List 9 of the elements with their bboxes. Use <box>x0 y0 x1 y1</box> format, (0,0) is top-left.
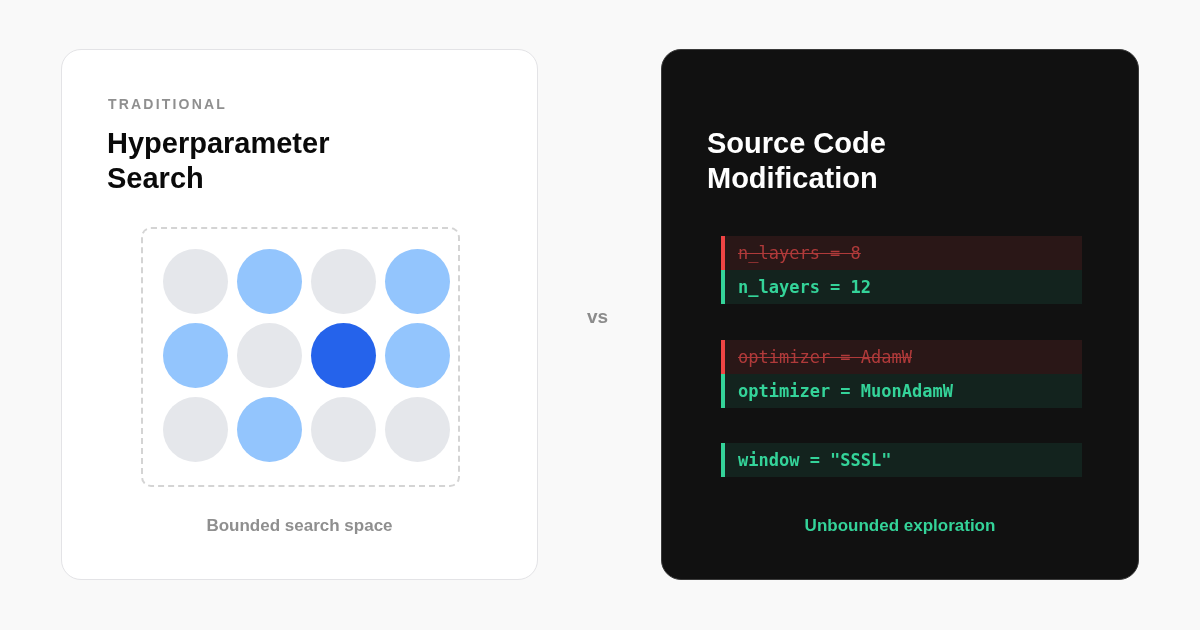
eyebrow-label: TRADITIONAL <box>108 96 228 112</box>
caption-text: Unbounded exploration <box>804 516 996 536</box>
card-panel <box>661 49 1139 580</box>
card-title: Source Code Modification <box>707 126 887 196</box>
card-panel <box>61 49 538 580</box>
caption-text: Bounded search space <box>206 516 393 536</box>
card-title: Hyperparameter Search <box>107 126 331 196</box>
vs-label: vs <box>587 306 609 328</box>
search-space-frame <box>141 227 460 487</box>
